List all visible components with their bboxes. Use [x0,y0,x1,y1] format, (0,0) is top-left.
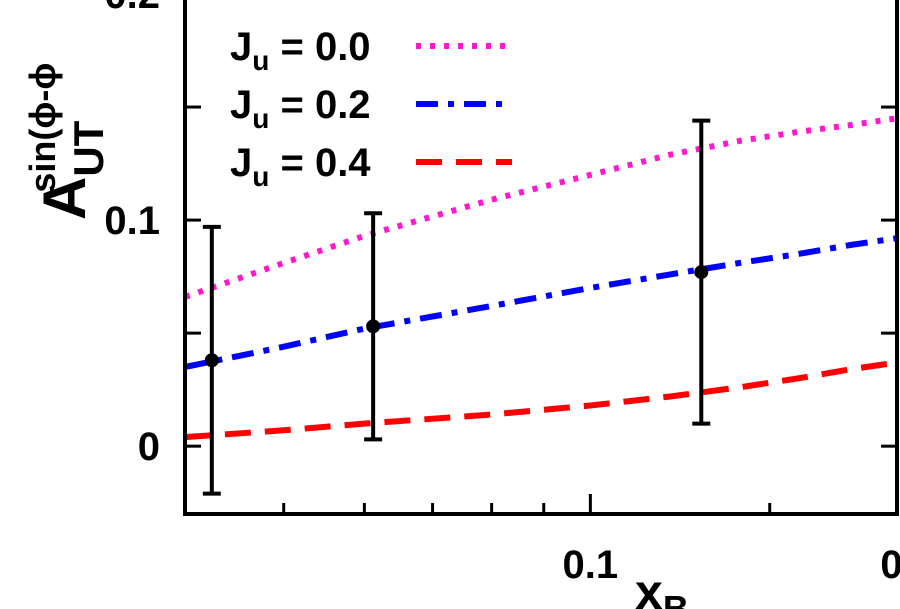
y-axis-title-main: A [31,177,98,220]
x-tick-label: 0. [880,543,900,587]
legend-label: Ju = 0.0 [230,25,371,76]
data-point-0 [202,224,221,496]
y-axis-title: AUTsin(ϕ-ϕ [22,63,112,220]
axis-ticks [185,105,899,514]
legend-item-1: Ju = 0.2 [230,83,512,134]
series-line-0 [184,115,898,300]
y-axis-title-sup: sin(ϕ-ϕ [22,63,63,193]
legend-label: Ju = 0.2 [230,83,371,134]
plot-frame [183,0,899,516]
x-tick-label: 0.1 [563,543,619,587]
x-axis-title: xB [635,564,689,609]
legend-label: Ju = 0.4 [230,141,371,192]
data-marker [366,319,381,334]
y-axis-title-sub: UT [65,120,112,176]
y-tick-label: 0.2 [104,0,160,17]
y-tick-label: 0.1 [104,199,160,243]
legend-item-0: Ju = 0.0 [230,25,512,76]
data-marker [694,265,709,280]
tick-labels: 0.1 0. 0 0.1 0.2 [104,0,900,587]
curves-layer [184,115,898,441]
series-line-2 [184,359,898,441]
data-points-layer [202,118,711,496]
series-line-1 [184,235,898,370]
x-axis-title-sub: B [663,588,689,609]
data-point-2 [692,118,711,426]
data-marker [204,353,219,368]
x-axis-title-main: x [635,564,663,609]
y-tick-label: 0 [138,425,160,469]
legend-item-2: Ju = 0.4 [230,141,512,192]
legend: Ju = 0.0 Ju = 0.2 Ju = 0.4 [230,25,512,192]
data-point-1 [364,211,383,442]
